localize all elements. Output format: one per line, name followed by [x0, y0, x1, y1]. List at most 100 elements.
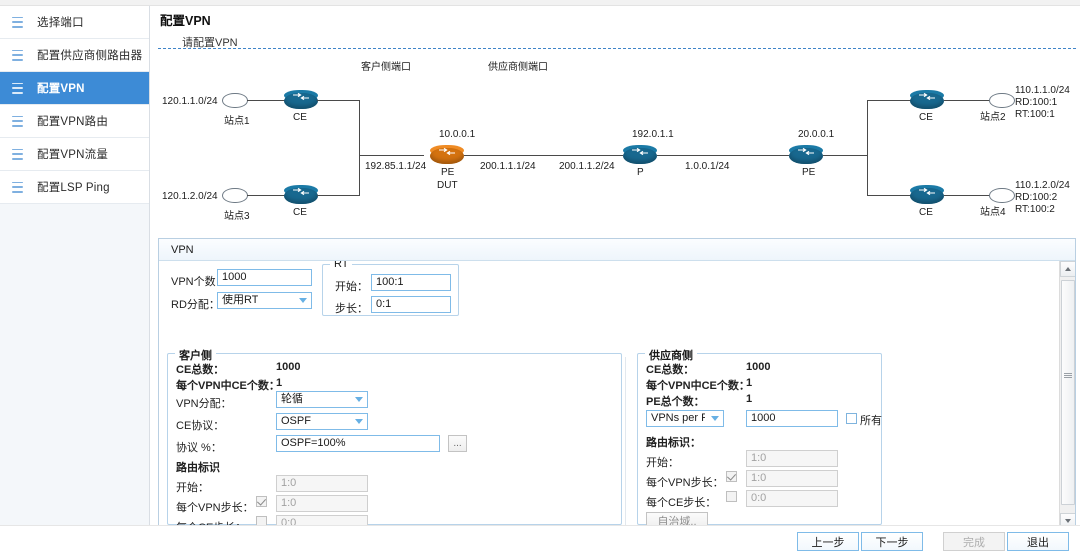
tab-vpn[interactable]: VPN — [171, 243, 194, 256]
provider-pe-total-value: 1 — [746, 393, 753, 405]
list-icon — [12, 115, 23, 127]
link-pe-right-bus — [823, 155, 868, 156]
link-bus-ce-right-top — [867, 100, 911, 101]
customer-protocol-pct-more-button[interactable]: ... — [448, 435, 467, 452]
customer-start-input[interactable]: 1:0 — [276, 475, 368, 492]
page-header: 配置VPN 请配置VPN — [160, 10, 1070, 50]
provider-ce-per-vpn-value: 1 — [746, 377, 753, 389]
sidebar-item-config-vpn-route[interactable]: 配置VPN路由 — [0, 105, 149, 138]
chevron-down-icon — [711, 416, 719, 421]
vpn-panel-tab-row: VPN — [159, 239, 1075, 261]
provider-ce-total-label: CE总数： — [646, 364, 695, 376]
sidebar-item-config-lsp-ping[interactable]: 配置LSP Ping — [0, 171, 149, 204]
link-bus-ce-right-bottom — [867, 195, 911, 196]
ip-label-pe-dut: 10.0.0.1 — [439, 129, 476, 140]
router-ce-left-top — [284, 90, 318, 111]
panel-divider — [625, 357, 626, 527]
cloud-label-site4: 站点4 — [980, 207, 1006, 218]
rt-start-input[interactable]: 100:1 — [371, 274, 451, 291]
provider-route-id-heading: 路由标识： — [646, 437, 701, 449]
rt-label-site4: RT:100:2 — [1015, 204, 1055, 215]
rd-alloc-label: RD分配： — [171, 299, 220, 311]
provider-step-per-ce-label: 每个CE步长： — [646, 497, 717, 509]
vpn-panel-scrollbar[interactable] — [1059, 261, 1075, 529]
customer-route-id-heading: 路由标识 — [176, 462, 220, 474]
wizard-step-sidebar: 选择端口 配置供应商侧路由器 配置VPN 配置VPN路由 配置VPN流量 配置L… — [0, 6, 150, 557]
sidebar-item-label: 配置VPN — [37, 83, 85, 95]
network-label-site4: 110.1.2.0/24 — [1015, 180, 1070, 191]
next-step-button[interactable]: 下一步 — [861, 532, 923, 551]
list-icon — [12, 148, 23, 160]
scroll-up-button[interactable] — [1060, 261, 1075, 277]
customer-protocol-pct-input[interactable]: OSPF=100% — [276, 435, 440, 452]
provider-step-per-ce-checkbox[interactable] — [726, 491, 737, 502]
router-pe-right — [789, 145, 823, 166]
network-label-site1: 120.1.1.0/24 — [162, 96, 218, 107]
chevron-down-icon — [355, 397, 363, 402]
window-top-strip — [0, 0, 1080, 6]
triangle-down-icon — [1065, 519, 1071, 523]
customer-vpn-alloc-select[interactable]: 轮循 — [276, 391, 368, 408]
sidebar-item-config-vpn-traffic[interactable]: 配置VPN流量 — [0, 138, 149, 171]
provider-all-checkbox[interactable] — [846, 413, 857, 424]
main-content: 配置VPN 请配置VPN 客户侧端口 供应商侧端口 120.1.1.0/24 站… — [150, 6, 1080, 530]
list-icon — [12, 49, 23, 61]
sidebar-item-select-port[interactable]: 选择端口 — [0, 6, 149, 39]
provider-step-per-vpn-label: 每个VPN步长： — [646, 477, 724, 489]
cloud-site3 — [222, 188, 248, 203]
provider-step-per-vpn-checkbox[interactable] — [726, 471, 737, 482]
bus-left-vertical — [359, 100, 360, 195]
sidebar-item-config-vpn[interactable]: 配置VPN — [0, 72, 149, 105]
provider-vpns-per-pe-value: VPNs per PE — [651, 412, 705, 424]
link-label-ce-to-pe: 192.85.1.1/24 — [365, 161, 427, 172]
provider-step-per-ce-input[interactable]: 0:0 — [746, 490, 838, 507]
chevron-down-icon — [355, 419, 363, 424]
provider-start-label: 开始： — [646, 457, 679, 469]
vpn-config-panel: VPN VPN个数： 1000 RD分配： 使用RT RT 开始： 100:1 … — [158, 238, 1076, 530]
link-ce-top-bus — [317, 100, 360, 101]
rt-step-input[interactable]: 0:1 — [371, 296, 451, 313]
customer-ce-protocol-label: CE协议： — [176, 420, 225, 432]
triangle-up-icon — [1065, 267, 1071, 271]
rt-label-site2: RT:100:1 — [1015, 109, 1055, 120]
list-icon — [12, 181, 23, 193]
customer-vpn-alloc-value: 轮循 — [281, 393, 303, 405]
sidebar-item-label: 配置LSP Ping — [37, 182, 110, 194]
provider-vpns-per-pe-input[interactable]: 1000 — [746, 410, 838, 427]
sidebar-item-label: 选择端口 — [37, 17, 84, 29]
link-site1-ce — [247, 100, 286, 101]
provider-vpns-per-pe-select[interactable]: VPNs per PE — [646, 410, 724, 427]
zone-label-provider: 供应商侧端口 — [488, 62, 548, 73]
link-site3-ce — [247, 195, 286, 196]
router-ce-left-bottom — [284, 185, 318, 206]
router-ce-right-bottom — [910, 185, 944, 206]
provider-step-per-vpn-input[interactable]: 1:0 — [746, 470, 838, 487]
finish-button: 完成 — [943, 532, 1005, 551]
scrollbar-thumb[interactable] — [1061, 280, 1075, 505]
vpn-count-input[interactable]: 1000 — [217, 269, 312, 286]
router-label-ce-left-top: CE — [293, 112, 307, 123]
sidebar-item-config-provider-router[interactable]: 配置供应商侧路由器 — [0, 39, 149, 72]
cloud-label-site3: 站点3 — [224, 211, 250, 222]
customer-step-per-vpn-input[interactable]: 1:0 — [276, 495, 368, 512]
list-icon — [12, 16, 23, 28]
provider-side-caption: 供应商侧 — [645, 347, 697, 363]
previous-step-button[interactable]: 上一步 — [797, 532, 859, 551]
customer-step-per-vpn-checkbox[interactable] — [256, 496, 267, 507]
router-ce-right-top — [910, 90, 944, 111]
network-label-site2: 110.1.1.0/24 — [1015, 85, 1070, 96]
rt-step-label: 步长： — [335, 303, 368, 315]
customer-ce-protocol-select[interactable]: OSPF — [276, 413, 368, 430]
exit-button[interactable]: 退出 — [1007, 532, 1069, 551]
sidebar-filler — [0, 204, 149, 557]
network-label-site3: 120.1.2.0/24 — [162, 191, 218, 202]
cloud-site4 — [989, 188, 1015, 203]
rd-alloc-select[interactable]: 使用RT — [217, 292, 312, 309]
router-label-ce-right-bottom: CE — [919, 207, 933, 218]
customer-ce-protocol-value: OSPF — [281, 415, 311, 427]
provider-start-input[interactable]: 1:0 — [746, 450, 838, 467]
customer-vpn-alloc-label: VPN分配： — [176, 398, 232, 410]
customer-ce-total-label: CE总数： — [176, 364, 225, 376]
rt-start-label: 开始： — [335, 281, 368, 293]
